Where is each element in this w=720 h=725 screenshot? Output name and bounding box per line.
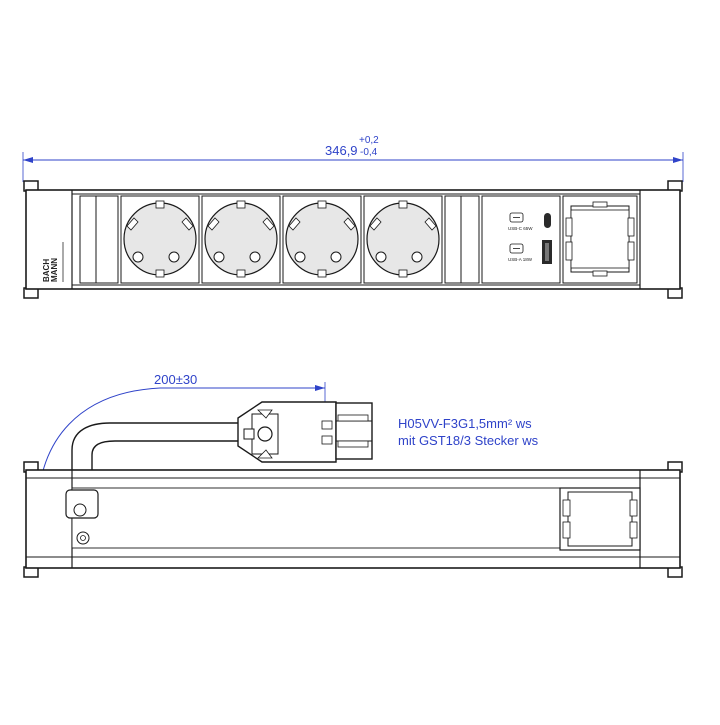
width-tolerance-lower: -0,4 [360, 147, 378, 158]
cable-entry [65, 489, 99, 545]
blank-divider-right [444, 195, 480, 284]
usb-c-port [544, 213, 551, 228]
side-view: 200±30 H05VV-F3G1,5mm² ws mit GST18/3 St… [23, 372, 683, 578]
usb-c-icon [509, 212, 524, 223]
cable-length-value: 200±30 [154, 372, 197, 387]
socket-2 [201, 195, 281, 284]
usb-a-icon [509, 243, 524, 254]
blank-divider-left [79, 195, 119, 284]
power-cable [71, 422, 250, 505]
brand-line2: MANN [50, 258, 59, 282]
rear-keystone-module [559, 487, 641, 551]
socket-1 [120, 195, 200, 284]
cable-spec-line2: mit GST18/3 Stecker ws [398, 433, 539, 448]
usb-charger-module: USB-C 65W USB-A 18W [481, 195, 561, 284]
usb-c-label: USB-C 65W [508, 226, 533, 231]
width-value: 346,9 [325, 143, 358, 158]
brand-line1: BACH [42, 259, 51, 282]
width-tolerance-upper: +0,2 [359, 135, 379, 146]
socket-3 [282, 195, 362, 284]
cable-spec-line1: H05VV-F3G1,5mm² ws [398, 416, 532, 431]
usb-a-label: USB-A 18W [508, 257, 533, 262]
socket-4 [363, 195, 443, 284]
gst18-connector [237, 401, 373, 463]
brand-logo: BACH MANN [42, 242, 64, 282]
front-view: 346,9 +0,2 -0,4 BACH MANN [22, 135, 684, 299]
width-dimension: 346,9 +0,2 -0,4 [22, 135, 684, 182]
keystone-module [562, 195, 638, 284]
